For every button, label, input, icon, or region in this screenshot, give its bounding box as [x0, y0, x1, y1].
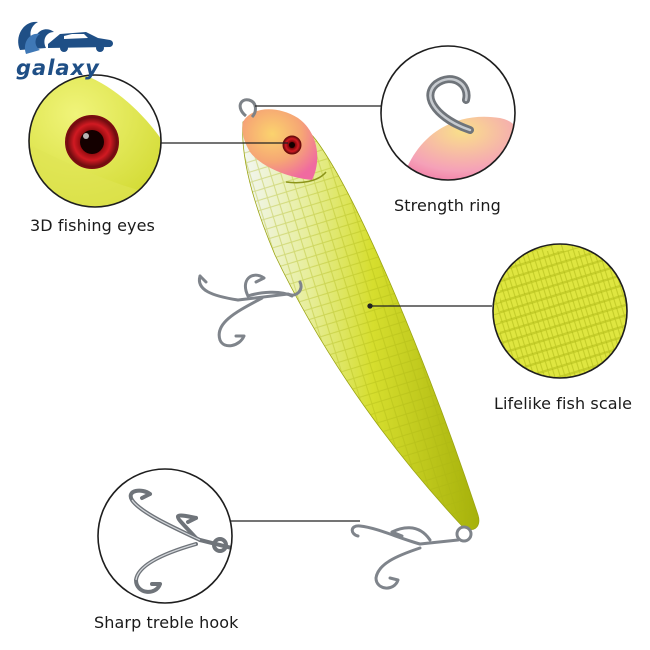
lure-head: [242, 109, 318, 180]
strength-ring: [238, 98, 257, 119]
brand-name: galaxy: [16, 56, 100, 80]
callout-label-ring: Strength ring: [394, 196, 501, 215]
zoom-circle-eye: [28, 74, 162, 208]
gill-line: [285, 171, 327, 184]
zoom-circle-ring: [380, 45, 516, 181]
lure-scale-texture: [242, 115, 479, 530]
brand-logo: [14, 10, 124, 90]
tail-treble-hook: [350, 524, 473, 590]
callout-label-scale: Lifelike fish scale: [494, 394, 633, 413]
wave-car-logo-icon: [18, 21, 113, 54]
callout-lines: [161, 105, 492, 522]
belly-treble-hook: [197, 273, 303, 348]
zoom-circle-scale: [492, 243, 628, 379]
callout-label-eyes: 3D fishing eyes: [30, 216, 155, 235]
callout-label-hook: Sharp treble hook: [94, 613, 239, 632]
fishing-lure: [197, 98, 480, 590]
zoom-circle-hook: [97, 468, 233, 604]
